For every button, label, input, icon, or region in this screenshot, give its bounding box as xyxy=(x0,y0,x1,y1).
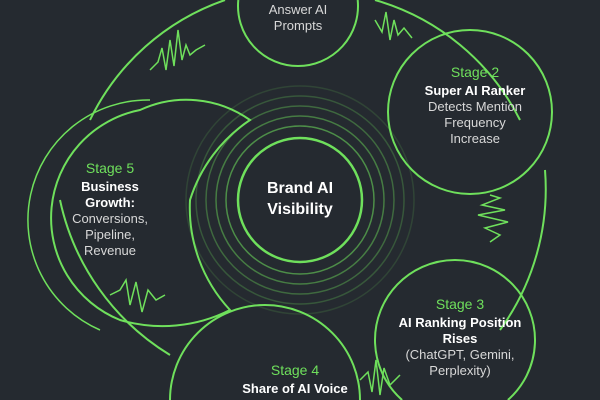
stage3-circle xyxy=(374,258,536,400)
stage3-body-2: Perplexity) xyxy=(429,363,491,378)
stage2-number: Stage 2 xyxy=(450,64,500,80)
stage3-title: AI Ranking Position Rises xyxy=(398,315,522,346)
stage3-label: Stage 3 AI Ranking Position Rises (ChatG… xyxy=(395,296,525,379)
center-line-2: Visibility xyxy=(267,201,333,218)
stage4-title: Share of AI Voice xyxy=(242,381,348,396)
stage5-label: Stage 5 Business Growth: Conversions, Pi… xyxy=(55,160,165,259)
stage5-body-2: Pipeline, xyxy=(85,227,135,242)
stage1-body-2: Prompts xyxy=(273,18,323,33)
stage4-number: Stage 4 xyxy=(270,362,320,378)
center-line-1: Brand AI xyxy=(266,180,334,197)
waveform xyxy=(374,11,413,41)
ripple-rings xyxy=(185,85,415,315)
stage5-body-1: Conversions, xyxy=(72,211,148,226)
stage2-body-1: Detects Mention xyxy=(428,99,522,114)
stage5-number: Stage 5 xyxy=(85,160,135,176)
stage3-number: Stage 3 xyxy=(435,296,485,312)
waveform xyxy=(359,359,401,396)
stage1-circle xyxy=(237,0,359,67)
stage5-shape xyxy=(50,98,252,328)
stage2-label: Stage 2 Super AI Ranker Detects Mention … xyxy=(405,64,545,147)
stage2-circle xyxy=(387,29,553,195)
stage1-label: Answer AI Prompts xyxy=(238,2,358,34)
stage5-body-3: Revenue xyxy=(83,243,137,258)
waveform xyxy=(109,277,166,313)
center-label: Brand AI Visibility xyxy=(240,178,360,220)
stage2-body-3: Increase xyxy=(450,131,500,146)
stage2-body-2: Frequency xyxy=(444,115,506,130)
stage4-label: Stage 4 Share of AI Voice xyxy=(225,362,365,397)
center-circle xyxy=(236,136,364,264)
stage1-body-1: Answer AI xyxy=(268,2,328,17)
waveform xyxy=(149,29,206,71)
stage5-title: Business Growth: xyxy=(81,179,139,210)
stage2-title: Super AI Ranker xyxy=(424,83,526,98)
waveform xyxy=(477,194,509,243)
outer-ring xyxy=(89,0,226,121)
stage3-body-1: (ChatGPT, Gemini, xyxy=(405,347,515,362)
stage4-circle xyxy=(169,304,361,400)
